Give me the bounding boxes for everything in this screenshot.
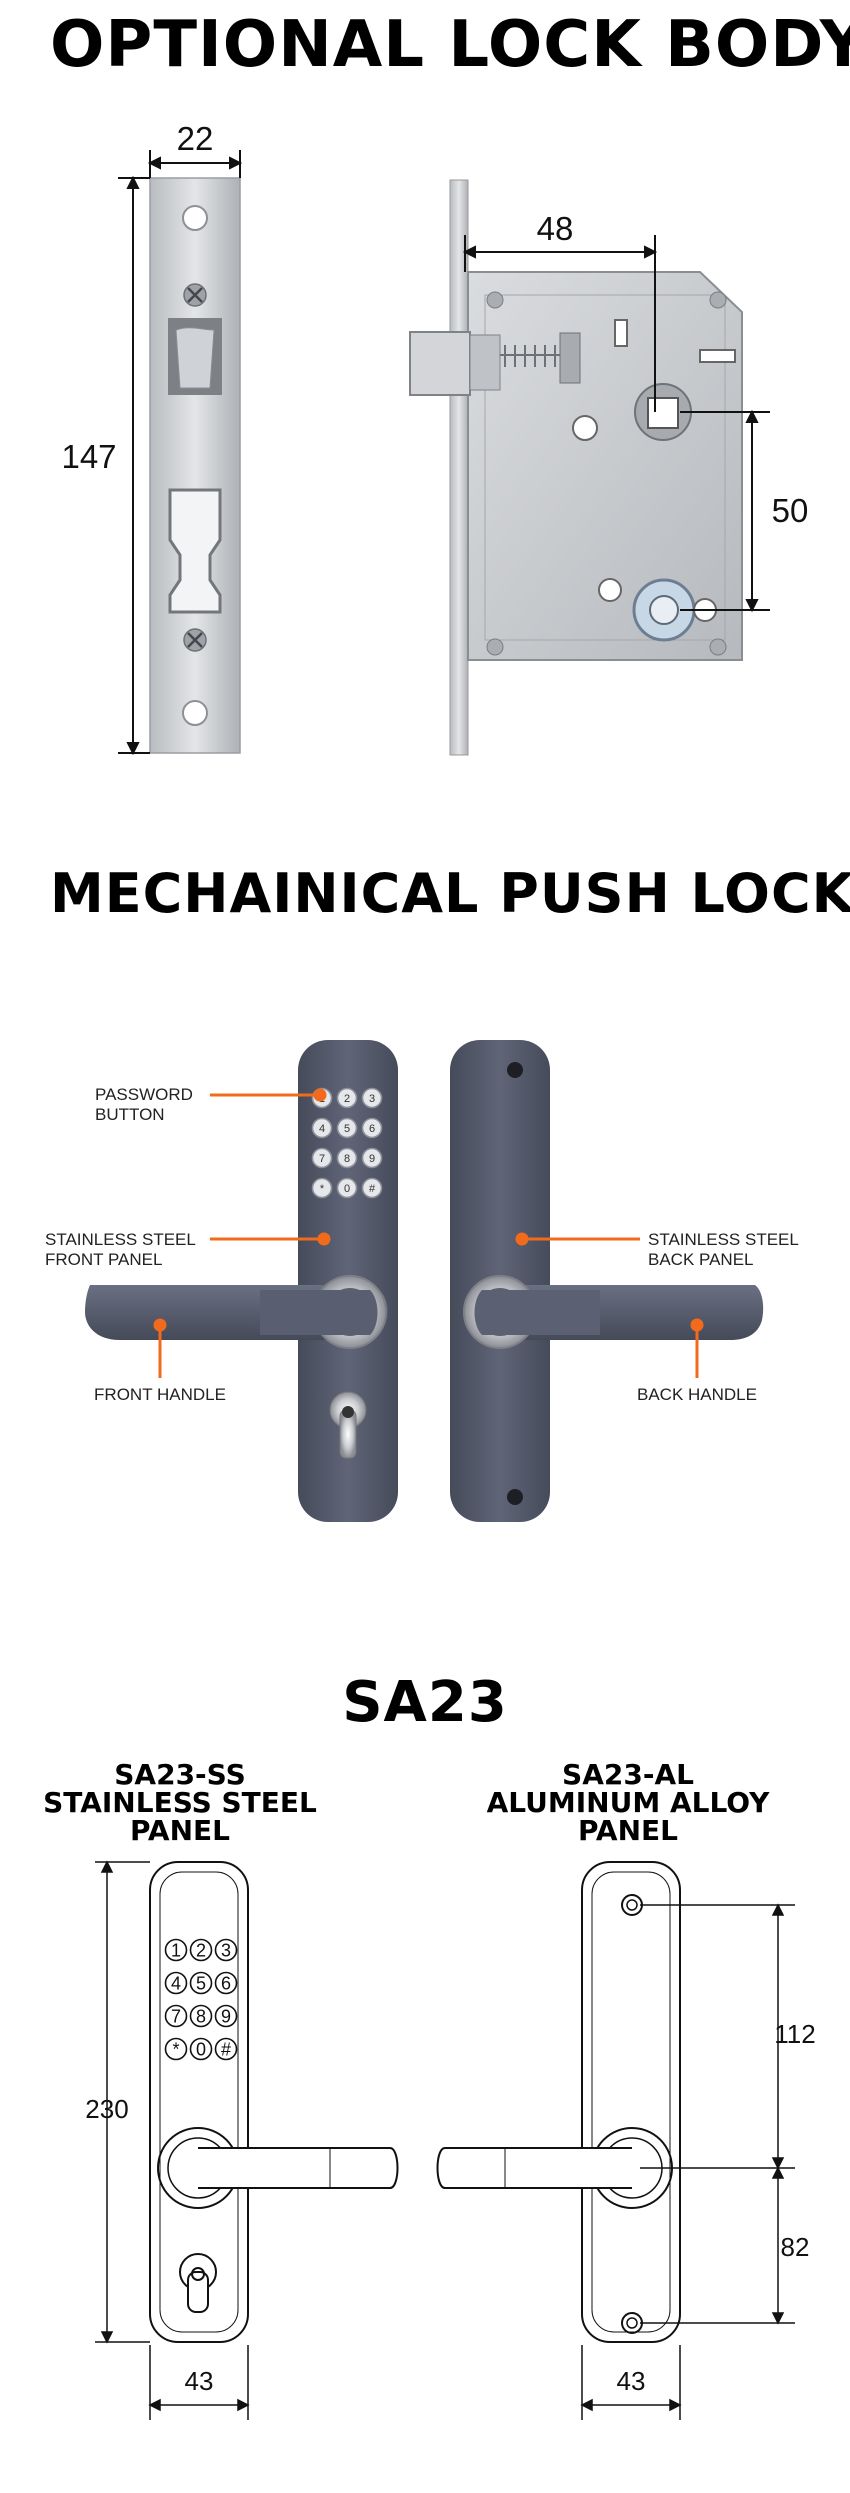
mortise-lock-body [409,179,743,756]
keypad-key-label: * [320,1183,325,1195]
al-subtitle: ALUMINUM ALLOY [487,1786,770,1819]
keypad-key[interactable]: * [311,1177,333,1199]
keypad-key-label: 0 [344,1183,350,1195]
keypad-key-label: 4 [171,1973,181,1993]
keypad-key[interactable]: 7 [311,1147,333,1169]
callout-lines [153,1088,704,1378]
keypad-key[interactable]: * [164,2037,188,2061]
keypad-key[interactable]: 7 [164,2004,188,2028]
dim-width-right: 43 [617,2366,646,2396]
keypad-key-label: 4 [319,1123,325,1135]
heading-model: SA23 [342,1670,508,1735]
keypad-key-label: 7 [171,2006,181,2026]
keypad-key[interactable]: # [361,1177,383,1199]
ss-title: SA23-SS [114,1758,246,1791]
keypad-key-label: 2 [344,1093,350,1105]
keypad-key[interactable]: 3 [361,1087,383,1109]
al-dimension-lines [580,1903,795,2420]
dim-upper: 112 [774,2019,815,2049]
keypad-key[interactable]: 0 [336,1177,358,1199]
ss-subtitle-2: PANEL [130,1814,230,1847]
al-line-drawing [436,1861,681,2343]
ss-dimension-lines [95,1860,250,2420]
keypad-key-label: 5 [344,1123,350,1135]
keypad-key-label: 5 [196,1973,206,1993]
keypad-key-label: 6 [369,1123,375,1135]
callout-password-button-2: BUTTON [95,1105,165,1124]
keypad-key[interactable]: # [214,2037,238,2061]
keypad-key-label: 9 [221,2006,231,2026]
keypad-key-label: 8 [196,2006,206,2026]
ss-line-drawing [149,1861,399,2343]
keypad-key-label: 0 [196,2039,206,2059]
keypad-key[interactable]: 4 [311,1117,333,1139]
faceplate-hole-bottom [182,700,208,726]
dim-faceplate-width: 22 [177,120,214,157]
callout-front-handle: FRONT HANDLE [94,1385,226,1404]
keypad-key-label: 2 [196,1940,206,1960]
keypad-key-label: 3 [369,1093,375,1105]
keypad-key[interactable]: 9 [361,1147,383,1169]
keypad-key-label: * [172,2039,179,2059]
heading-push-lock: MECHAINICAL PUSH LOCK [50,862,850,925]
keypad-key-label: 1 [171,1940,181,1960]
keypad-key[interactable]: 6 [214,1971,238,1995]
keypad-key[interactable]: 5 [336,1117,358,1139]
faceplate-hole-top [182,205,208,231]
keypad-key-label: 3 [221,1940,231,1960]
keypad-key-label: 8 [344,1153,350,1165]
keypad-key-label: 9 [369,1153,375,1165]
keypad-key[interactable]: 5 [189,1971,213,1995]
keypad-key-label: 6 [221,1973,231,1993]
keypad-key[interactable]: 4 [164,1971,188,1995]
keypad-key-label: # [369,1183,376,1195]
callout-front-panel-2: FRONT PANEL [45,1250,162,1269]
keypad-key[interactable]: 8 [189,2004,213,2028]
callout-back-handle: BACK HANDLE [637,1385,757,1404]
al-title: SA23-AL [562,1758,694,1791]
faceplate-dimension-lines [118,150,243,756]
ss-subtitle: STAINLESS STEEL [43,1786,317,1819]
mortise-dimension-lines [462,235,770,613]
callout-back-panel-1: STAINLESS STEEL [648,1230,799,1249]
dim-width-left: 43 [185,2366,214,2396]
al-subtitle-2: PANEL [578,1814,678,1847]
heading-lock-body: OPTIONAL LOCK BODY [50,8,850,82]
keypad-key[interactable]: 1 [164,1938,188,1962]
keypad-key[interactable]: 8 [336,1147,358,1169]
keypad-key[interactable]: 0 [189,2037,213,2061]
sa23-section: SA23-SS STAINLESS STEEL PANEL SA23-AL AL… [43,1758,816,2420]
keypad-key-label: # [221,2039,231,2059]
dim-height: 230 [85,2094,128,2124]
keypad-key[interactable]: 2 [336,1087,358,1109]
keypad-key[interactable]: 2 [189,1938,213,1962]
dim-center-distance: 50 [772,492,809,529]
callout-front-panel-1: STAINLESS STEEL [45,1230,196,1249]
callout-password-button-1: PASSWORD [95,1085,193,1104]
keypad-key-label: 7 [319,1153,325,1165]
faceplate [149,177,241,754]
keypad-key[interactable]: 9 [214,2004,238,2028]
back-panel [450,1040,764,1522]
lock-body-section: 22 147 [61,120,809,756]
callout-back-panel-2: BACK PANEL [648,1250,754,1269]
dim-lower: 82 [781,2232,810,2262]
keypad-key[interactable]: 3 [214,1938,238,1962]
keypad-key[interactable]: 6 [361,1117,383,1139]
dim-backset: 48 [537,210,574,247]
dim-faceplate-height: 147 [61,438,116,475]
